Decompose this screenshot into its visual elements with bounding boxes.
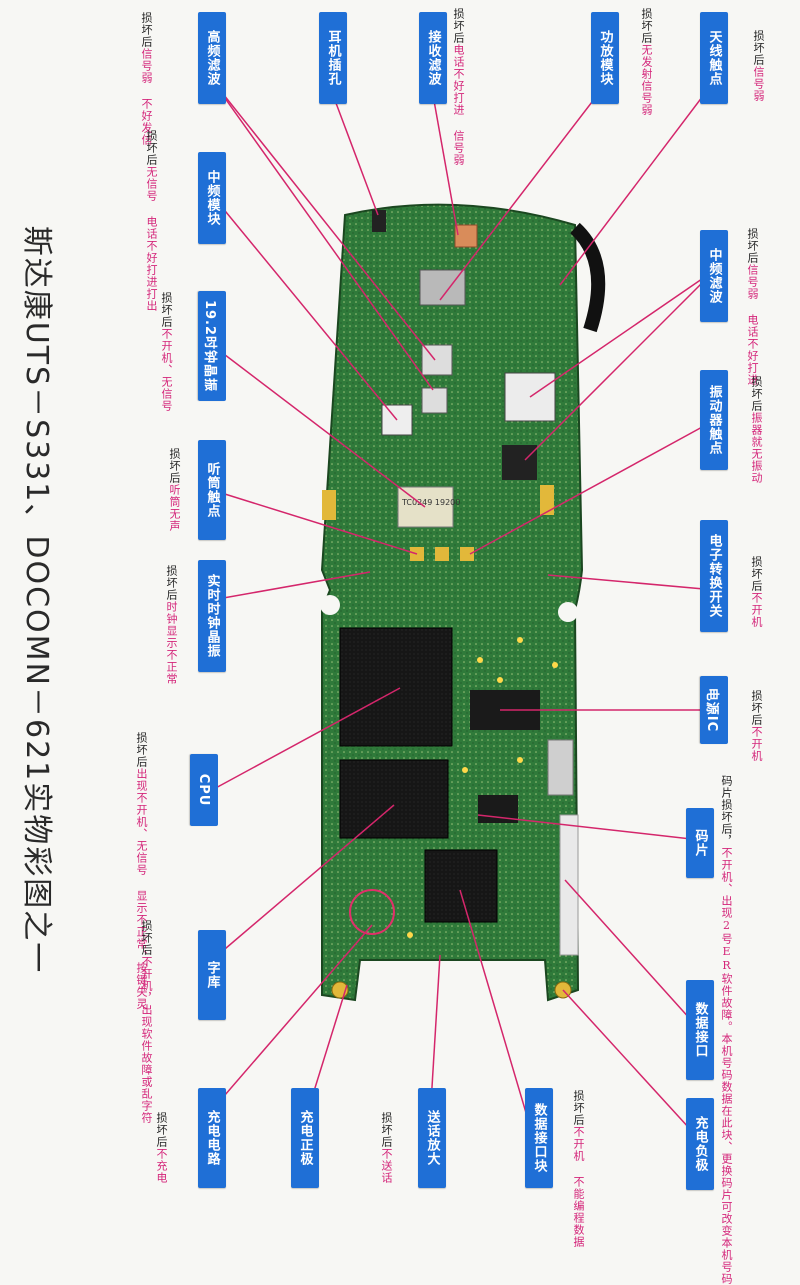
note-switch: 损坏后不开机 xyxy=(750,556,763,628)
label-charge-pos: 充电正极 xyxy=(291,1088,319,1188)
label-antenna: 天线触点 xyxy=(700,12,728,104)
label-switch: 电子转换开关 xyxy=(700,520,728,632)
label-if-module: 中频模块 xyxy=(198,152,226,244)
note-if-module: 损坏后无信号 电话不好打进打出 xyxy=(145,130,158,312)
note-vibrator: 损坏后振器就无振动 xyxy=(750,376,763,484)
tcxo-marking: TC0249 19200 xyxy=(401,498,460,507)
note-code: 码片损坏后，不开机、出现2号ER软件故障。本机号码数据在此块、更换码片可改变本机… xyxy=(720,775,733,1285)
label-crystal-19: 19.2时钟晶振 xyxy=(198,291,226,401)
note-font: 损坏后不开机，出现软件故障或乱字符 xyxy=(140,920,153,1124)
note-hf-filter: 损坏后信号弱 不好发信 xyxy=(140,12,153,146)
note-data-block: 损坏后不开机 不能编程数据 xyxy=(572,1090,585,1248)
label-vibrator: 振动器触点 xyxy=(700,370,728,470)
label-hf-filter: 高频滤波 xyxy=(198,12,226,104)
note-cpu: 损坏后出现不开机、无信号 显示不正常、按键失灵 xyxy=(135,732,148,1010)
label-rx-filter: 接收滤波 xyxy=(419,12,447,104)
label-mic-amp: 送话放大 xyxy=(418,1088,446,1188)
note-antenna: 损坏后信号弱 xyxy=(752,30,765,102)
label-code: 码片 xyxy=(686,808,714,878)
label-data-port: 数据接口 xyxy=(686,980,714,1080)
note-crystal-19: 损坏后不开机、无信号 xyxy=(160,292,173,412)
label-data-block: 数据接口块 xyxy=(525,1088,553,1188)
label-charge-circuit: 充电电路 xyxy=(198,1088,226,1188)
label-pa: 功放模块 xyxy=(591,12,619,104)
circuit-board-image: TC0249 19200 xyxy=(320,203,606,1002)
note-receiver: 损坏后听筒无声 xyxy=(168,448,181,532)
label-rtc: 实时时钟晶振 xyxy=(198,560,226,672)
label-font: 字库 xyxy=(198,930,226,1020)
label-earphone: 耳机插孔 xyxy=(319,12,347,104)
label-charge-neg: 充电负极 xyxy=(686,1098,714,1190)
label-power-ic: 电源IC xyxy=(700,676,728,744)
note-pa: 损坏后无发射信号弱 xyxy=(640,8,653,116)
note-rtc: 损坏后时钟显示不正常 xyxy=(165,565,178,685)
note-if-filter: 损坏后信号弱 电话不好打进 xyxy=(746,228,759,386)
note-mic-amp: 损坏后不送话 xyxy=(380,1112,393,1184)
note-charge-circuit: 损坏后不充电 xyxy=(155,1112,168,1184)
label-if-filter: 中频滤波 xyxy=(700,230,728,322)
label-cpu: CPU xyxy=(190,754,218,826)
note-rx-filter: 损坏后电话不好打进 信号弱 xyxy=(452,8,465,166)
label-receiver: 听筒触点 xyxy=(198,440,226,540)
note-power-ic: 损坏后不开机 xyxy=(750,690,763,762)
